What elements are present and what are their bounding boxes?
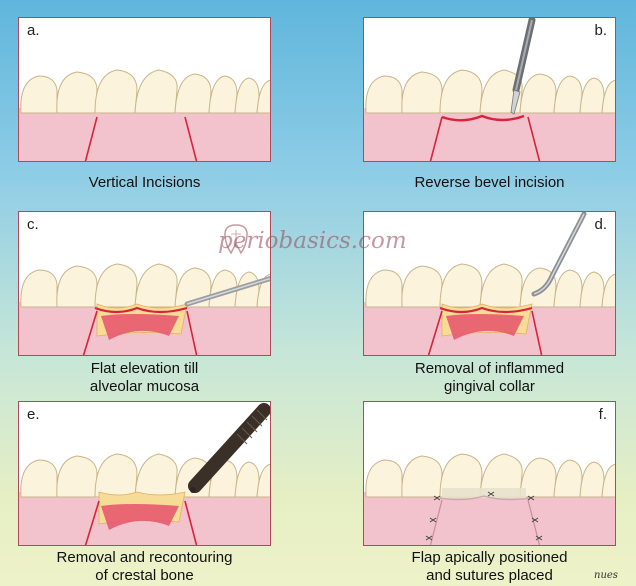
artist-signature: nues [594,570,618,581]
panel-b: b. [363,17,616,162]
illustration-reverse-bevel-incision [364,18,616,162]
illustration-apically-positioned-flap [364,402,616,546]
illustration-vertical-incisions [19,18,271,162]
caption-b: Reverse bevel incision [363,174,616,192]
panel-f: f. [363,401,616,546]
panel-a: a. [18,17,271,162]
caption-f: Flap apically positioned and sutures pla… [363,549,616,585]
panel-e: e. [18,401,271,546]
caption-a: Vertical Incisions [18,174,271,192]
watermark: periobasics.com [218,228,407,254]
caption-d: Removal of inflammed gingival collar [363,360,616,396]
caption-c: Flat elevation till alveolar mucosa [18,360,271,396]
caption-e: Removal and recontouring of crestal bone [18,549,271,585]
illustration-bone-recontouring [19,402,271,546]
